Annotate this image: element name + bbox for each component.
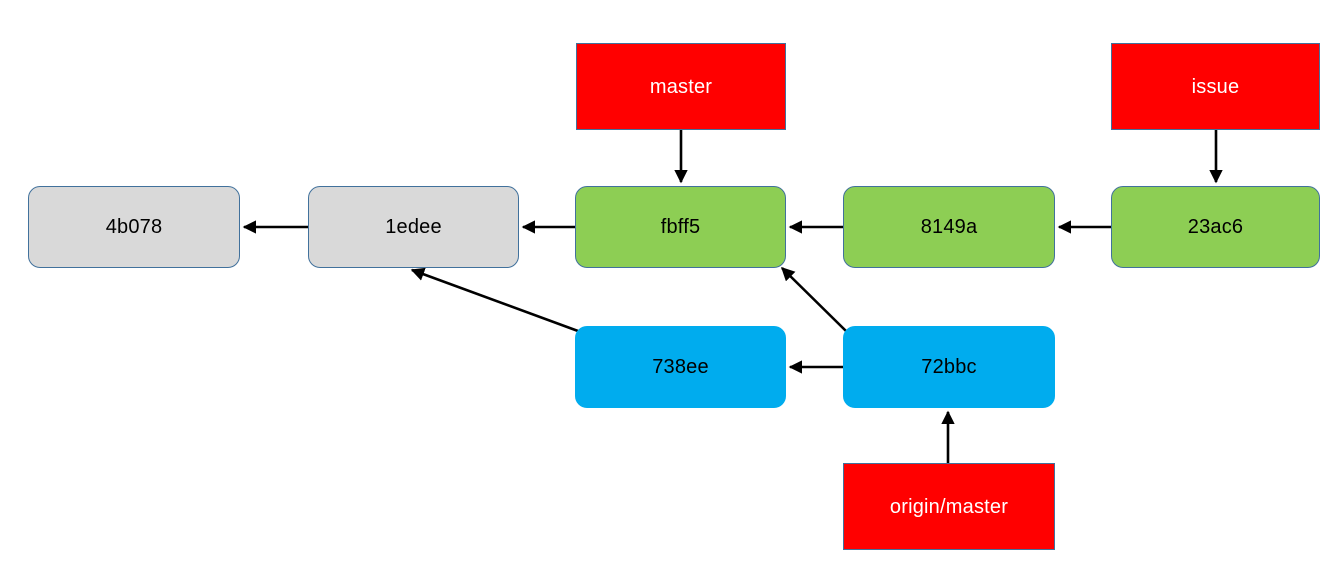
ref-label-text: issue: [1191, 75, 1240, 98]
commit-node-4b078[interactable]: 4b078: [28, 186, 240, 268]
ref-label-issue[interactable]: issue: [1111, 43, 1320, 130]
commit-node-72bbc[interactable]: 72bbc: [843, 326, 1055, 408]
ref-label-master[interactable]: master: [576, 43, 786, 130]
ref-label-origin/master[interactable]: origin/master: [843, 463, 1055, 550]
ref-label-text: master: [649, 75, 713, 98]
commit-node-text: 4b078: [105, 216, 163, 238]
commit-node-fbff5[interactable]: fbff5: [575, 186, 786, 268]
commit-node-text: 1edee: [385, 216, 442, 238]
commit-node-text: fbff5: [660, 216, 701, 238]
commit-node-1edee[interactable]: 1edee: [308, 186, 519, 268]
commit-node-738ee[interactable]: 738ee: [575, 326, 786, 408]
commit-node-text: 23ac6: [1187, 216, 1244, 238]
commit-node-text: 72bbc: [921, 356, 977, 378]
edge-738ee-to-1edee: [410, 267, 579, 333]
commit-node-23ac6[interactable]: 23ac6: [1111, 186, 1320, 268]
commit-node-text: 8149a: [920, 216, 978, 238]
commit-node-8149a[interactable]: 8149a: [843, 186, 1055, 268]
edges-group: [242, 130, 1223, 463]
ref-label-text: origin/master: [889, 495, 1009, 518]
commit-node-text: 738ee: [652, 356, 709, 378]
edge-72bbc-to-fbff5: [781, 267, 847, 332]
